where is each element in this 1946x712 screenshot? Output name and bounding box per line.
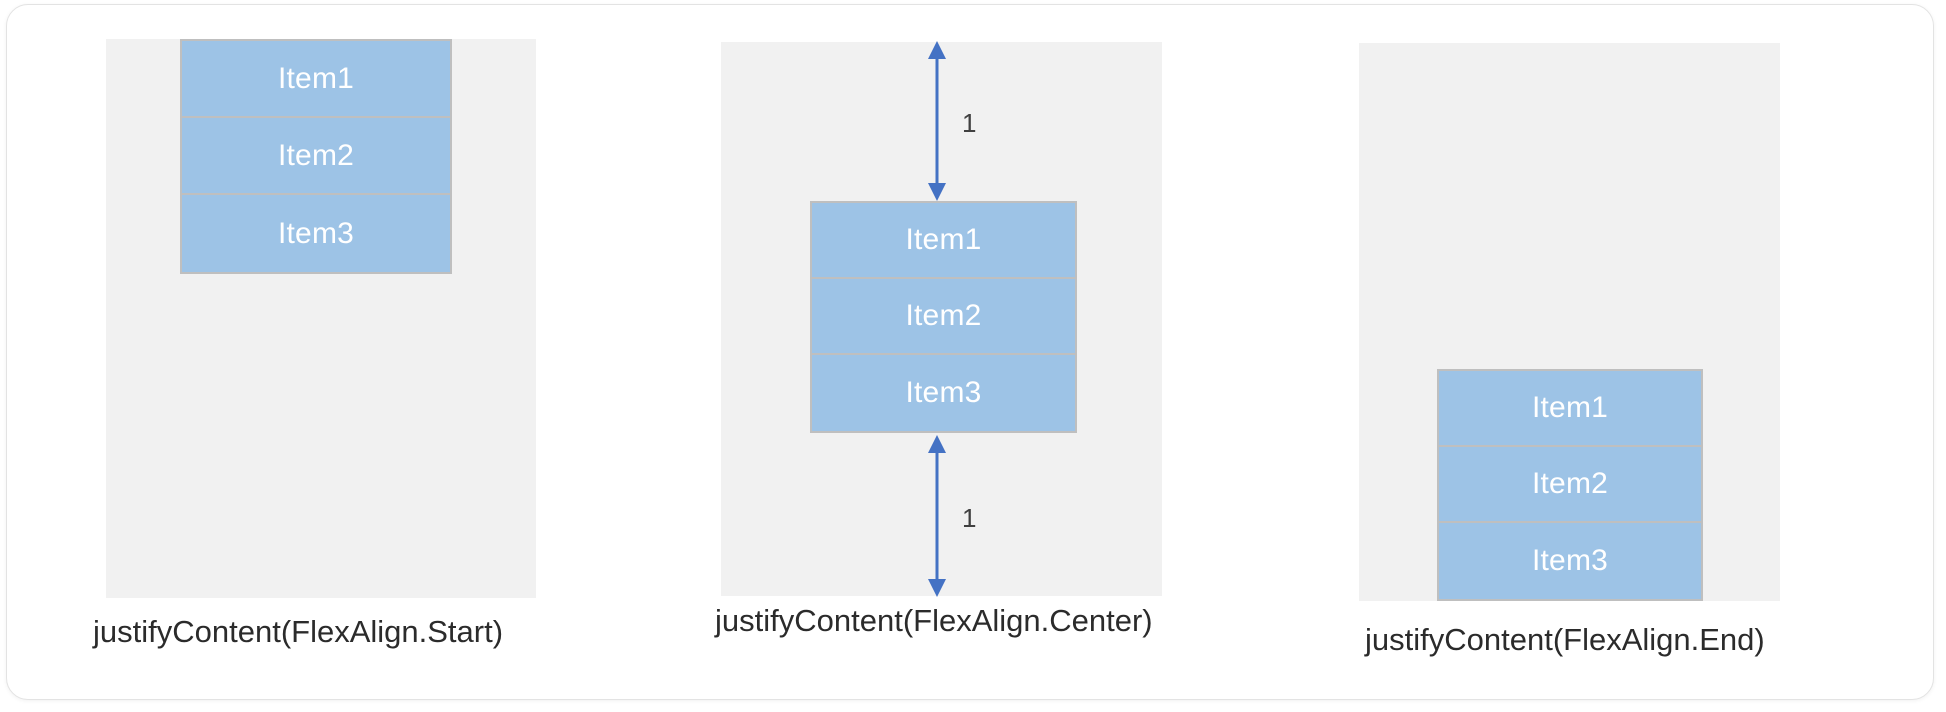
measure-label-bottom: 1 [962, 503, 977, 533]
caption-flex-align-end: justifyContent(FlexAlign.End) [1365, 622, 1765, 657]
item-stack-end: Item1 Item2 Item3 [1437, 369, 1703, 601]
flex-item: Item1 [182, 41, 450, 118]
caption-flex-align-center: justifyContent(FlexAlign.Center) [715, 603, 1153, 638]
caption-flex-align-start: justifyContent(FlexAlign.Start) [93, 614, 504, 649]
flex-item: Item2 [182, 118, 450, 195]
measure-arrow-bottom [924, 435, 950, 597]
flex-item: Item3 [812, 355, 1075, 431]
flex-item: Item2 [812, 279, 1075, 355]
measure-label-top: 1 [962, 108, 977, 138]
flex-item: Item1 [1439, 371, 1701, 447]
diagram-card: Item1 Item2 Item3 justifyContent(FlexAli… [6, 4, 1934, 700]
flex-item: Item3 [182, 195, 450, 272]
flex-item: Item3 [1439, 523, 1701, 599]
item-stack-start: Item1 Item2 Item3 [180, 39, 452, 274]
flex-item: Item2 [1439, 447, 1701, 523]
item-stack-center: Item1 Item2 Item3 [810, 201, 1077, 433]
measure-arrow-top [924, 41, 950, 201]
flex-item: Item1 [812, 203, 1075, 279]
